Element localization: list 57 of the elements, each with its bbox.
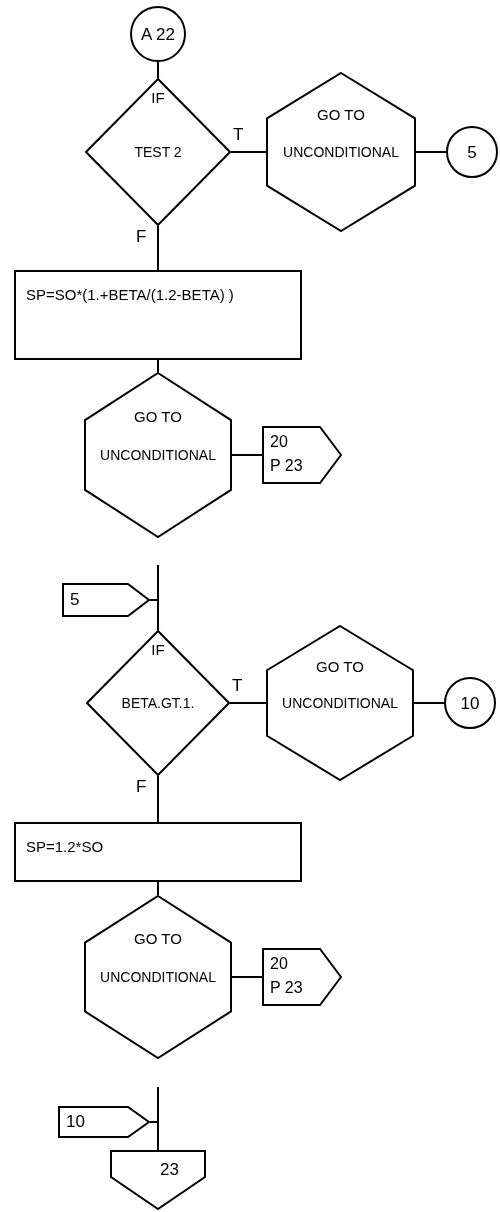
node-text: BETA.GT.1. bbox=[121, 696, 195, 710]
node-text: SP=SO*(1.+BETA/(1.2-BETA) ) bbox=[26, 286, 235, 305]
node-text: 5 bbox=[70, 590, 80, 609]
connector-line bbox=[149, 599, 159, 631]
node-text: UNCONDITIONAL bbox=[283, 145, 399, 159]
connector-circle bbox=[446, 126, 498, 178]
process-box bbox=[14, 270, 302, 360]
connector-circle bbox=[444, 677, 496, 729]
connector-line bbox=[413, 702, 445, 704]
node-text: UNCONDITIONAL bbox=[100, 970, 216, 984]
offpage-connector bbox=[110, 1150, 206, 1210]
node-text: GO TO bbox=[317, 107, 365, 123]
connector-line bbox=[157, 775, 159, 823]
node-text: GO TO bbox=[316, 659, 364, 675]
node-text: GO TO bbox=[134, 931, 182, 947]
entry-connector bbox=[58, 1106, 150, 1138]
node-text: 23 bbox=[160, 1160, 179, 1179]
node-text: A 22 bbox=[140, 25, 175, 43]
connector-line bbox=[157, 61, 159, 79]
node-text: 10 bbox=[66, 1112, 85, 1131]
node-text: UNCONDITIONAL bbox=[282, 696, 398, 710]
connector-line bbox=[230, 151, 267, 153]
connector-line bbox=[229, 702, 267, 704]
node-text: 5 bbox=[467, 143, 477, 161]
offpage-connector bbox=[262, 948, 342, 1006]
connector-line bbox=[157, 881, 159, 896]
connector-line bbox=[149, 1121, 159, 1151]
goto-hexagon bbox=[266, 72, 416, 232]
process-box bbox=[14, 822, 302, 882]
decision-diamond bbox=[86, 630, 230, 776]
node-text: SP=1.2*SO bbox=[26, 838, 105, 857]
connector-line bbox=[231, 454, 263, 456]
connector-line bbox=[231, 976, 263, 978]
node-text: GO TO bbox=[134, 408, 182, 424]
connector-line bbox=[157, 359, 159, 373]
edge-label: T bbox=[232, 677, 243, 694]
decision-diamond bbox=[85, 78, 231, 226]
node-text: IF bbox=[151, 90, 165, 105]
connector-line bbox=[415, 151, 447, 153]
offpage-connector bbox=[262, 426, 342, 484]
edge-label: F bbox=[136, 778, 147, 795]
goto-hexagon bbox=[84, 895, 232, 1059]
node-text: TEST 2 bbox=[134, 145, 182, 159]
node-text: 20 bbox=[270, 954, 289, 974]
entry-connector bbox=[62, 583, 150, 617]
edge-label: F bbox=[136, 228, 147, 245]
node-text: 10 bbox=[460, 694, 480, 712]
connector-circle bbox=[130, 6, 186, 62]
goto-hexagon bbox=[84, 372, 232, 538]
node-text: 20 bbox=[270, 432, 289, 452]
node-text: P 23 bbox=[270, 978, 303, 998]
connector-line bbox=[157, 225, 159, 271]
edge-label: T bbox=[233, 126, 244, 143]
node-text: UNCONDITIONAL bbox=[100, 448, 216, 462]
goto-hexagon bbox=[266, 625, 414, 781]
node-text: IF bbox=[151, 642, 165, 657]
node-text: P 23 bbox=[270, 456, 303, 476]
